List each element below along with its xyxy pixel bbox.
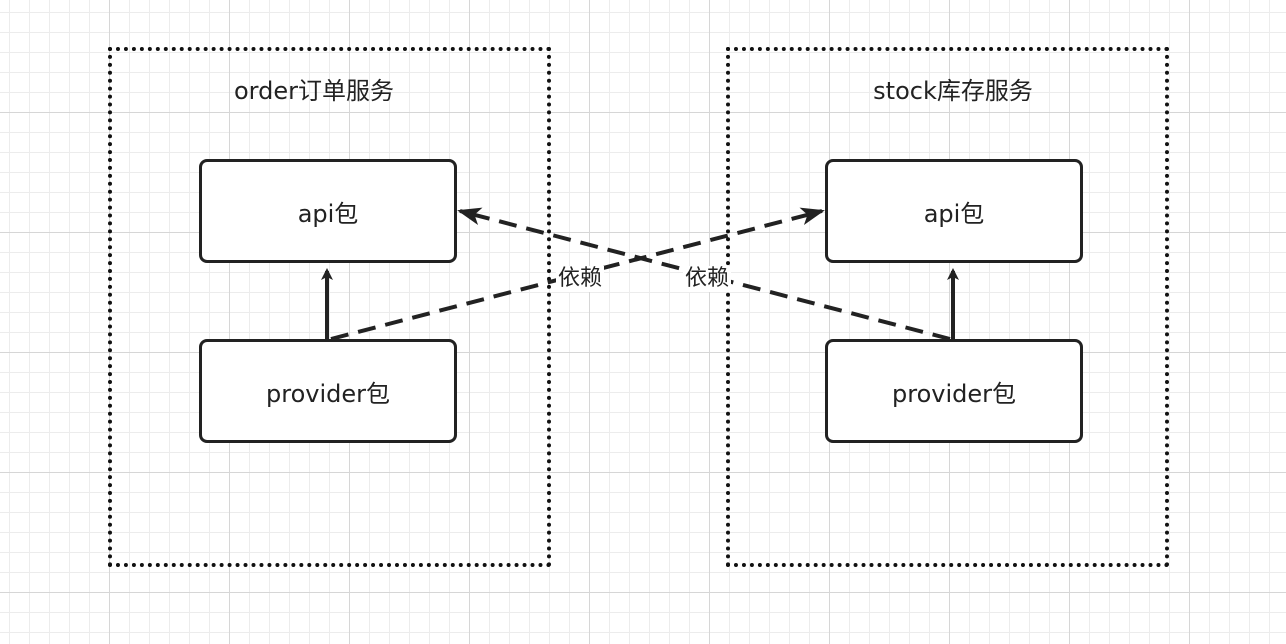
order-provider-package[interactable]: provider包 (199, 339, 457, 443)
stock-provider-package[interactable]: provider包 (825, 339, 1083, 443)
dependency-label: 依赖 (555, 266, 605, 292)
stock-api-package-label: api包 (923, 199, 985, 228)
stock-provider-package-label: provider包 (892, 379, 1016, 408)
stock-service-boundary (726, 47, 1169, 567)
order-provider-package-label: provider包 (266, 379, 390, 408)
order-api-package-label: api包 (297, 199, 359, 228)
stock-api-package[interactable]: api包 (825, 159, 1083, 263)
dependency-label: 依赖 (682, 266, 732, 292)
stock-service-title: stock库存服务 (873, 77, 1033, 105)
order-service-title: order订单服务 (234, 77, 394, 105)
order-api-package[interactable]: api包 (199, 159, 457, 263)
order-service-boundary (108, 47, 551, 567)
